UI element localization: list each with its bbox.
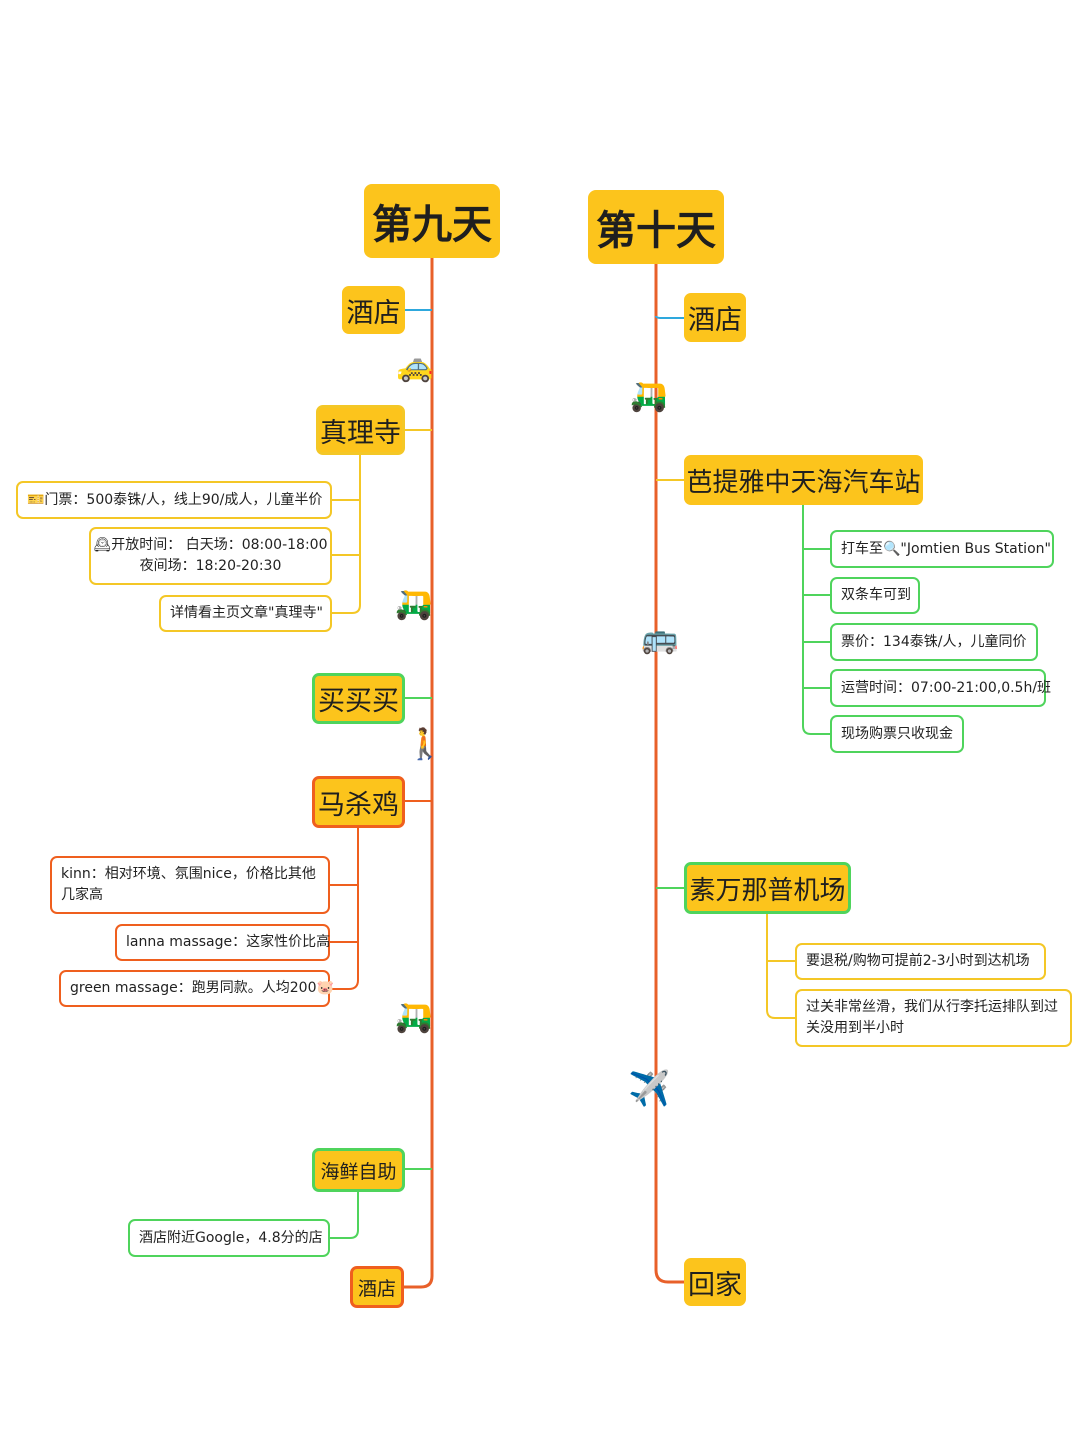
day9-node-wat[interactable]: 真理寺	[316, 405, 405, 455]
seafood-subtree	[330, 1192, 359, 1239]
bus-songthaew-leaf[interactable]: 双条车可到	[830, 577, 920, 614]
bus-subtree	[802, 505, 830, 735]
day9-node-massage[interactable]: 马杀鸡	[312, 776, 405, 828]
seafood-google-leaf[interactable]: 酒店附近Google，4.8分的店	[128, 1219, 330, 1257]
bus-cash-leaf[interactable]: 现场购票只收现金	[830, 715, 964, 753]
massage-lanna-leaf[interactable]: lanna massage：这家性价比高	[115, 924, 330, 961]
day9-title[interactable]: 第九天	[364, 184, 500, 258]
bus-taxi-leaf[interactable]: 打车至🔍"Jomtien Bus Station"	[830, 530, 1054, 568]
tuktuk-icon: 🛺	[395, 587, 433, 622]
tuktuk-icon: 🛺	[395, 1000, 433, 1035]
day9-node-shopping[interactable]: 买买买	[312, 673, 405, 724]
wat-subtree	[332, 455, 361, 614]
bus-icon: 🚌	[641, 621, 679, 656]
day9-node-hotel-end[interactable]: 酒店	[350, 1266, 404, 1308]
day9-trunk	[404, 258, 434, 1289]
airport-tax-refund-leaf[interactable]: 要退税/购物可提前2-3小时到达机场	[795, 943, 1046, 980]
massage-kinn-leaf[interactable]: kinn：相对环境、氛围nice，价格比其他几家高	[50, 856, 330, 914]
day10-node-hotel[interactable]: 酒店	[684, 293, 746, 342]
day10-trunk	[654, 264, 684, 1284]
day9-node-seafood[interactable]: 海鲜自助	[312, 1148, 405, 1192]
bus-schedule-leaf[interactable]: 运营时间：07:00-21:00,0.5h/班	[830, 669, 1051, 707]
day10-node-home[interactable]: 回家	[684, 1258, 746, 1306]
wat-ticket-leaf[interactable]: 🎫门票：500泰铢/人，线上90/成人，儿童半价	[16, 481, 332, 519]
massage-subtree	[330, 828, 359, 990]
bus-fare-leaf[interactable]: 票价：134泰铢/人，儿童同价	[830, 623, 1038, 661]
day10-node-bus-station[interactable]: 芭提雅中天海汽车站	[684, 455, 923, 505]
day10-title[interactable]: 第十天	[588, 190, 724, 264]
day9-node-hotel[interactable]: 酒店	[342, 286, 405, 334]
airplane-icon: ✈️	[628, 1069, 671, 1109]
taxi-icon: 🚕	[396, 349, 434, 384]
wat-hours-day: 🕰开放时间： 白天场：08:00-18:00	[93, 537, 328, 553]
massage-green-leaf[interactable]: green massage：跑男同款。人均200🐷	[59, 970, 334, 1007]
wat-hours-leaf[interactable]: 🕰开放时间： 白天场：08:00-18:00 夜间场：18:20-20:30	[89, 527, 332, 585]
airport-subtree	[766, 914, 795, 1019]
wat-details-leaf[interactable]: 详情看主页文章"真理寺"	[159, 595, 332, 632]
airport-customs-leaf[interactable]: 过关非常丝滑，我们从行李托运排队到过关没用到半小时	[795, 989, 1072, 1047]
walking-icon: 🚶	[406, 727, 444, 762]
tuktuk-icon: 🛺	[630, 379, 668, 414]
wat-hours-night: 夜间场：18:20-20:30	[139, 558, 282, 574]
day10-branch-hotel	[655, 315, 684, 319]
day10-node-airport[interactable]: 素万那普机场	[684, 862, 851, 914]
